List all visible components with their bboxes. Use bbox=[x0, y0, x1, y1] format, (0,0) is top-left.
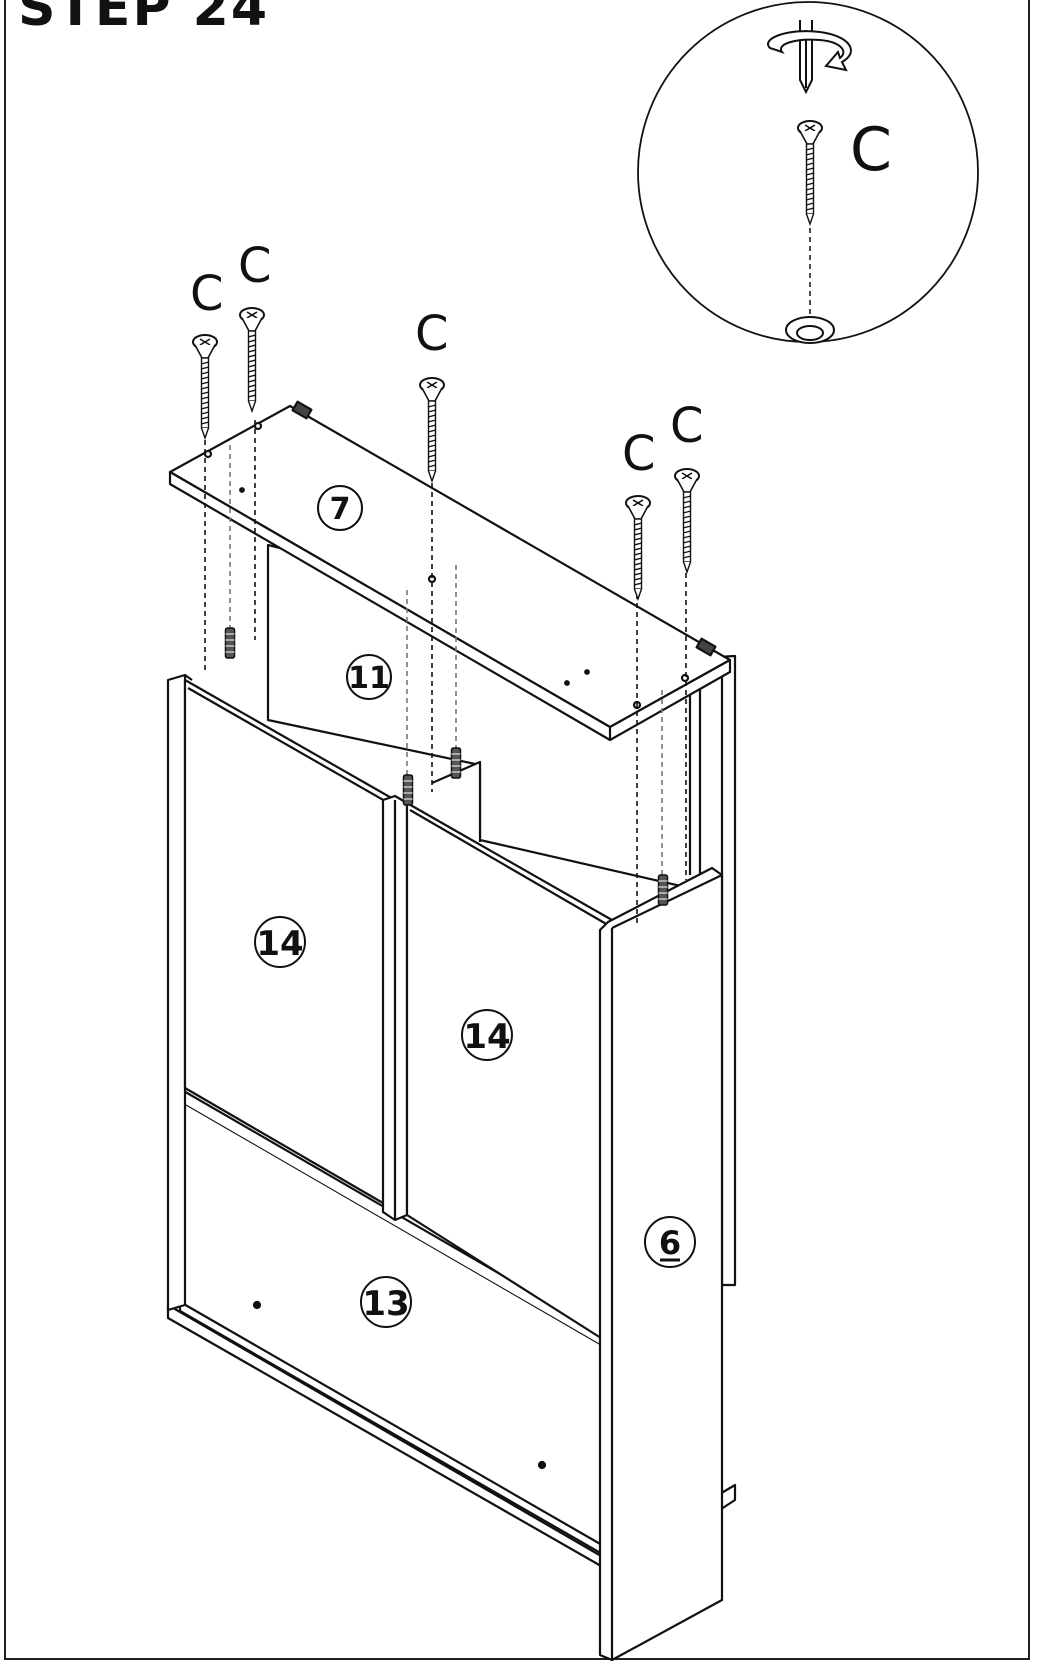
page-border bbox=[4, 0, 1030, 1660]
part-labels: 7 11 14 14 13 6 bbox=[254, 485, 696, 1328]
svg-text:14: 14 bbox=[256, 924, 303, 964]
screw-c bbox=[625, 495, 651, 600]
fastener-label: C bbox=[190, 266, 224, 322]
screw-c bbox=[674, 468, 700, 573]
fastener-label-detail: C bbox=[850, 115, 892, 185]
part-label-13: 13 bbox=[360, 1276, 412, 1328]
screw-c bbox=[239, 307, 265, 412]
screw-hole-icon bbox=[785, 316, 835, 344]
top-panel-7 bbox=[168, 400, 732, 742]
svg-text:7: 7 bbox=[330, 492, 351, 527]
fastener-labels: C C C C C bbox=[190, 238, 704, 482]
fastener-label: C bbox=[670, 398, 704, 454]
screw-c bbox=[419, 377, 445, 482]
rotation-arrow-icon bbox=[767, 30, 852, 72]
svg-text:13: 13 bbox=[362, 1284, 409, 1324]
part-label-14-right: 14 bbox=[461, 1009, 513, 1061]
fastener-label: C bbox=[415, 306, 449, 362]
part-label-14-left: 14 bbox=[254, 916, 306, 968]
alignment-guides bbox=[204, 420, 687, 925]
svg-text:14: 14 bbox=[463, 1017, 510, 1057]
dowel bbox=[224, 627, 236, 659]
step-title: STEP 24 bbox=[18, 0, 270, 38]
part-label-11: 11 bbox=[346, 654, 392, 700]
svg-text:11: 11 bbox=[348, 661, 390, 696]
screw-detail-inset: C bbox=[637, 1, 979, 344]
dowel bbox=[657, 874, 669, 906]
screw-c bbox=[192, 334, 218, 439]
dowel bbox=[450, 747, 462, 779]
dowel bbox=[402, 774, 414, 806]
fastener-label: C bbox=[238, 238, 272, 294]
fastener-label: C bbox=[622, 426, 656, 482]
left-side-panel bbox=[166, 673, 187, 1312]
part-label-6: 6 bbox=[644, 1216, 696, 1268]
svg-text:6: 6 bbox=[659, 1224, 681, 1262]
part-label-7: 7 bbox=[317, 485, 363, 531]
